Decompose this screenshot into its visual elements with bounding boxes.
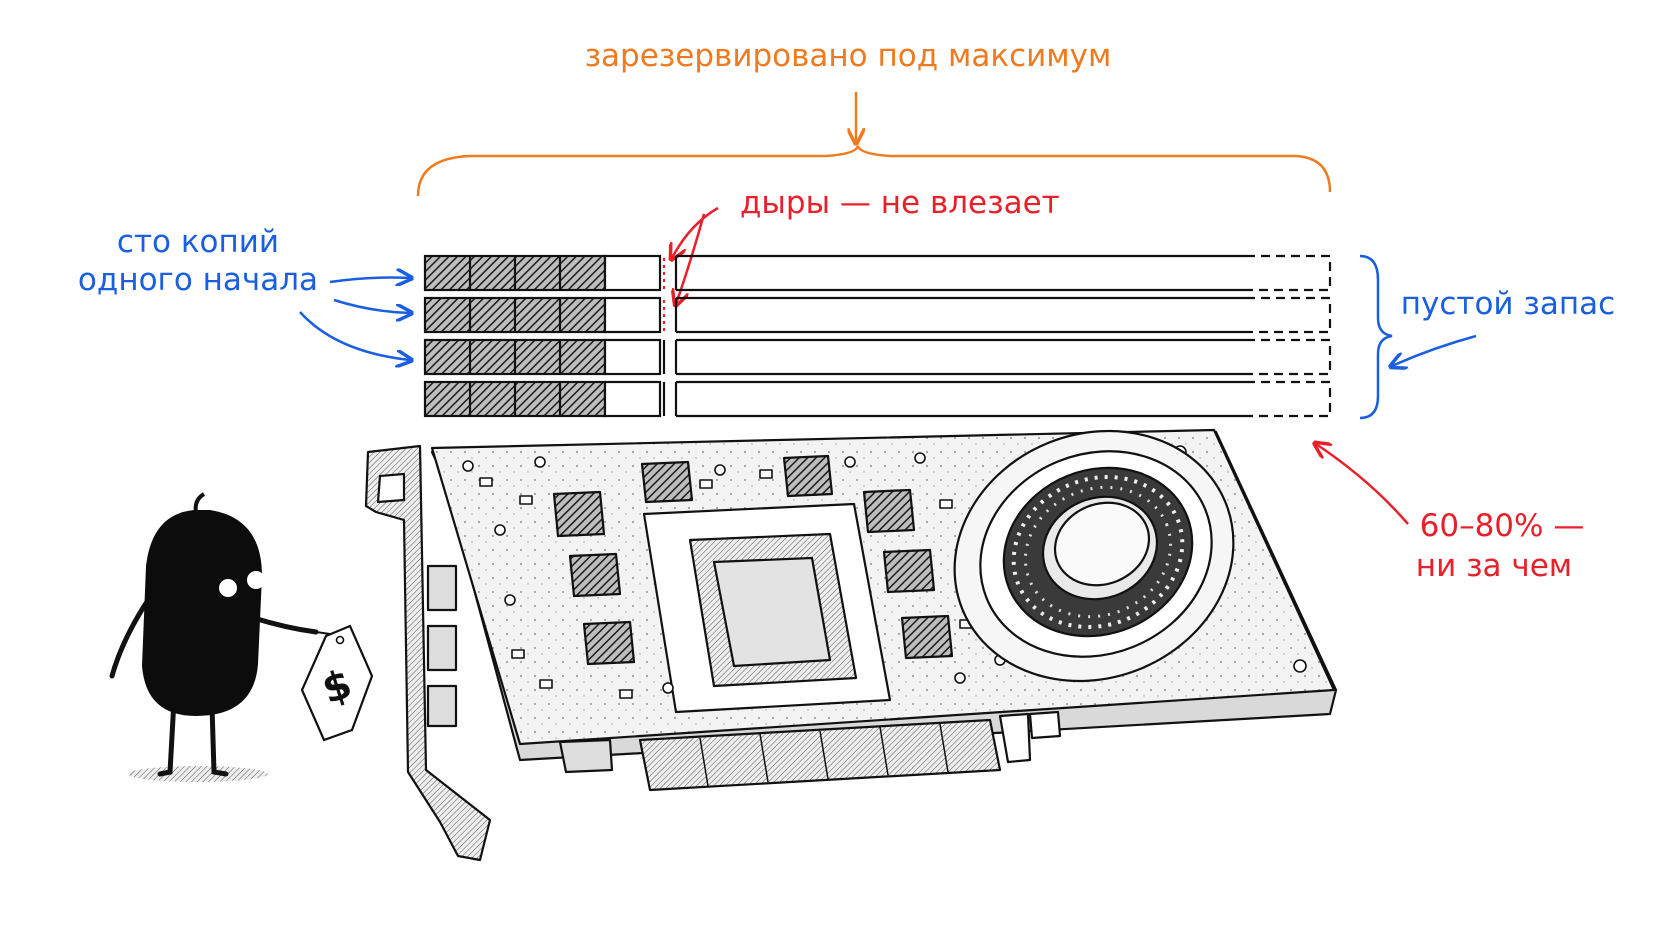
- waste-label-line2: ни за чем: [1416, 548, 1572, 584]
- copies-arrow-1: [330, 278, 410, 283]
- waste-label-line1: 60–80% —: [1420, 508, 1585, 544]
- copies-annotation: сто копий одного начала: [78, 224, 410, 360]
- memory-row: [425, 256, 1330, 290]
- memory-row: [425, 382, 1330, 416]
- copies-label-line2: одного начала: [78, 262, 318, 298]
- creature-eye-left: [219, 579, 237, 597]
- creature-icon: $: [112, 494, 372, 782]
- row-empty-reserve: [1246, 340, 1330, 374]
- memory-row: [425, 298, 1330, 332]
- row-partial-slot: [605, 382, 660, 416]
- row-reserve: [676, 340, 1246, 374]
- row-empty-reserve: [1246, 256, 1330, 290]
- row-reserve: [676, 256, 1246, 290]
- row-empty-reserve: [1246, 382, 1330, 416]
- empty-reserve-arrow: [1392, 336, 1476, 366]
- waste-arrow: [1316, 444, 1408, 524]
- holes-label: дыры — не влезает: [740, 185, 1060, 221]
- creature-eye-right: [247, 571, 265, 589]
- empty-reserve-label: пустой запас: [1401, 286, 1615, 322]
- row-reserve: [676, 298, 1246, 332]
- memory-row: [425, 340, 1330, 374]
- copies-arrow-2: [334, 300, 410, 313]
- reserved-annotation: зарезервировано под максимум: [418, 38, 1330, 196]
- price-tag-icon: $: [302, 626, 372, 740]
- row-empty-reserve: [1246, 298, 1330, 332]
- empty-reserve-brace: [1360, 256, 1392, 418]
- reserved-label: зарезервировано под максимум: [585, 38, 1112, 74]
- row-partial-slot: [605, 298, 660, 332]
- memory-rows: [425, 256, 1330, 416]
- holes-annotation: дыры — не влезает: [672, 185, 1060, 304]
- copies-arrow-3: [300, 312, 410, 360]
- creature-body: [142, 510, 262, 716]
- waste-annotation: 60–80% — ни за чем: [1316, 444, 1584, 584]
- gpu-chip: [644, 504, 890, 712]
- empty-reserve-annotation: пустой запас: [1360, 256, 1615, 418]
- row-reserve: [676, 382, 1246, 416]
- holes-arrow-1: [672, 208, 718, 258]
- row-partial-slot: [605, 340, 660, 374]
- copies-label-line1: сто копий: [117, 224, 279, 260]
- gpu-card-icon: [366, 390, 1336, 860]
- row-partial-slot: [605, 256, 660, 290]
